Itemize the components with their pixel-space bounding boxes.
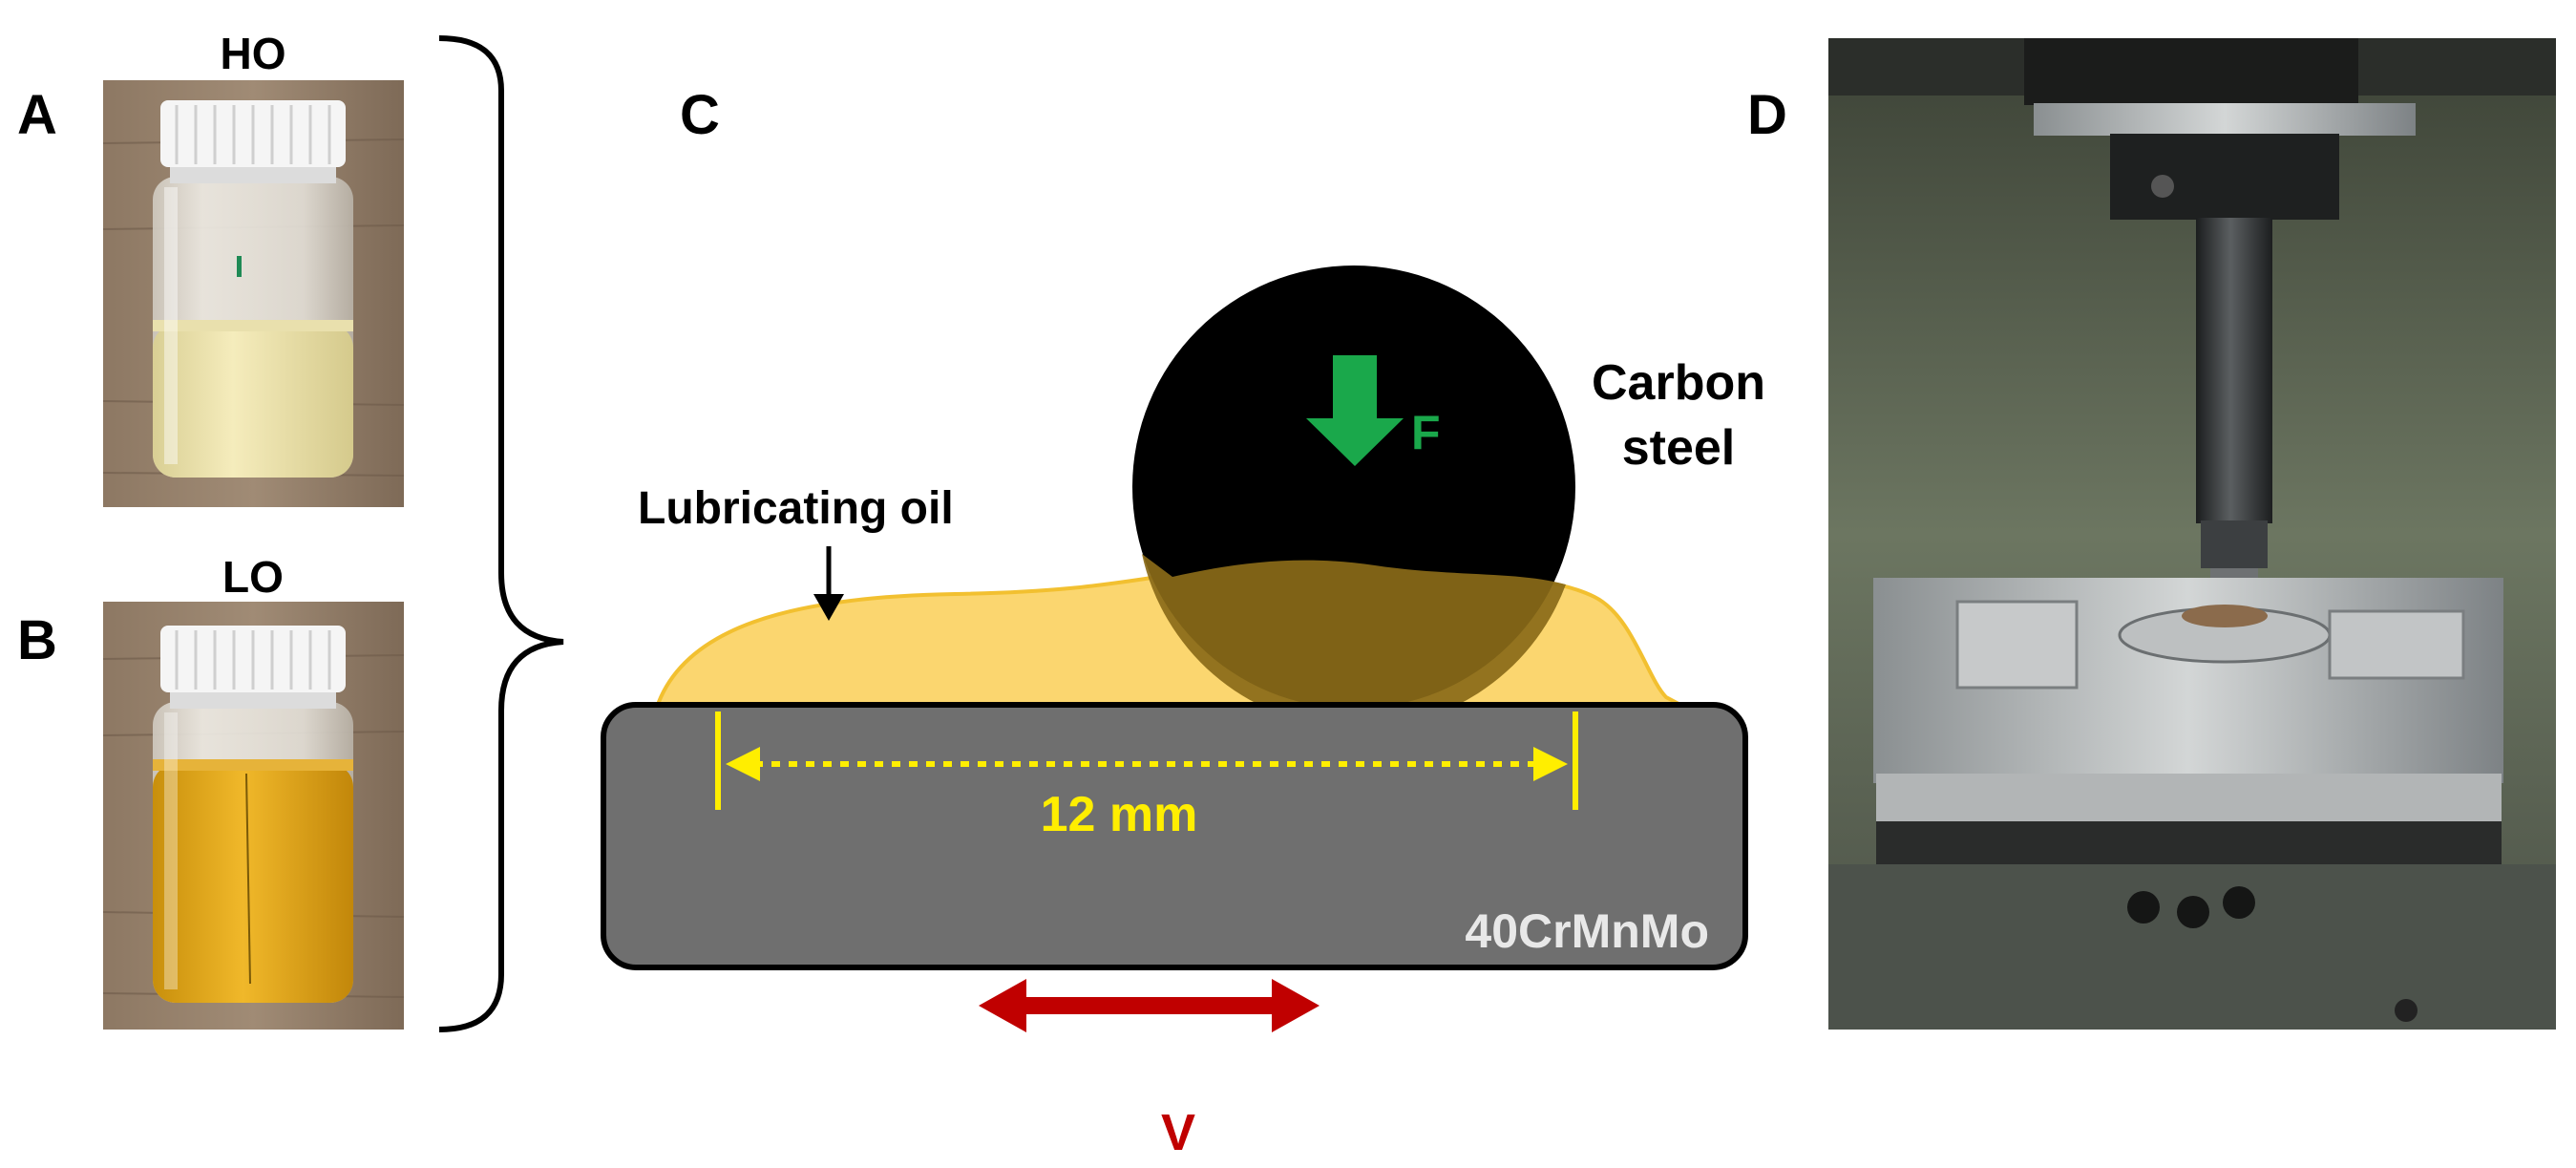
panel-letter-a: A [17,84,57,146]
ball-label-line2: steel [1622,420,1736,476]
photo-lo-bottle [102,602,405,1030]
sample-label-ho: HO [221,29,286,78]
sample-label-lo: LO [222,552,284,602]
velocity-arrow [979,979,1320,1032]
curly-brace [438,35,564,1032]
oil-on-ball [1142,554,1566,729]
stroke-dimension [715,711,1578,810]
panel-letter-d: D [1747,84,1787,146]
photo-tribometer [1828,38,2556,1030]
panel-letter-b: B [17,609,57,671]
oil-pointer-arrow [813,546,844,621]
force-label: F [1411,406,1441,459]
panel-letter-c: C [680,84,720,146]
velocity-label: V [1161,1104,1195,1161]
steel-plate [601,702,1748,970]
plate-label: 40CrMnMo [1465,904,1709,958]
stroke-label: 12 mm [1041,787,1198,842]
photo-ho-bottle [102,80,405,507]
force-arrow [1306,355,1404,466]
oil-label: Lubricating oil [638,483,954,534]
ball-label-line1: Carbon [1592,355,1765,411]
